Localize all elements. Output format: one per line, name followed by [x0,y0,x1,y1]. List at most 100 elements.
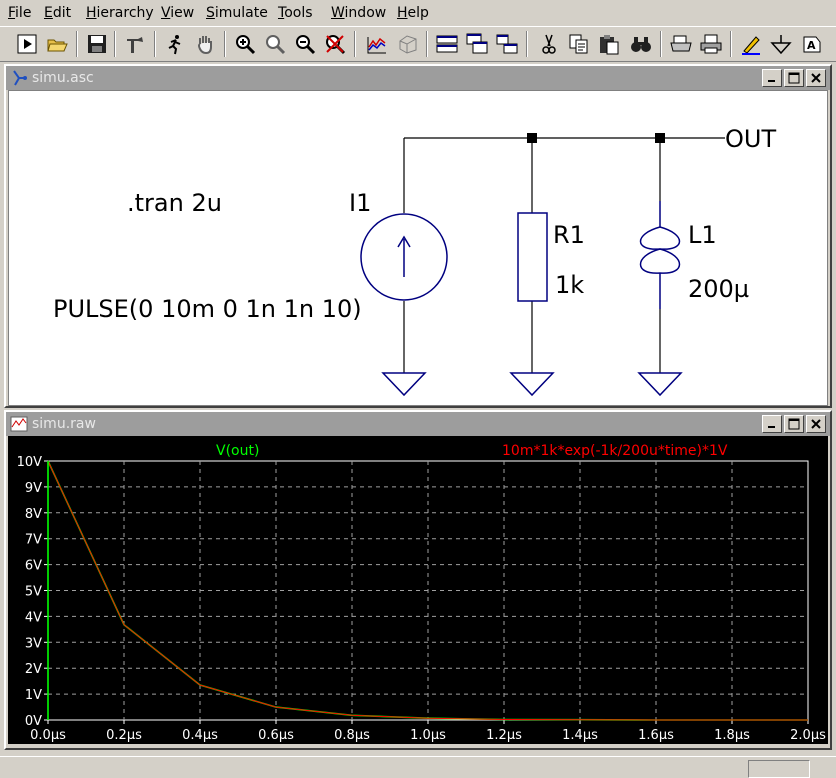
inductor-symbol[interactable] [639,201,681,309]
zoom-full-button[interactable] [262,31,288,57]
ground-button[interactable] [768,31,794,57]
close-icon [811,419,821,429]
menu-simulate-label: imulate [214,5,268,21]
cascade-button[interactable] [464,31,490,57]
zoom-cancel-icon [326,35,346,55]
toolbar-separator [114,31,116,57]
autorange-icon [399,35,417,54]
schematic-titlebar[interactable]: simu.asc [6,66,830,90]
x-tick-label: 0.6µs [258,728,294,743]
pan-button[interactable] [192,31,218,57]
schematic-minimize-button[interactable] [762,69,782,87]
current-source-symbol[interactable] [360,213,448,301]
cut-button[interactable] [536,31,562,57]
svg-text:A: A [807,39,816,52]
zoom-in-icon [236,35,256,55]
y-tick-label: 2V [25,662,42,677]
print-button[interactable] [698,31,724,57]
schematic-title: simu.asc [32,70,94,86]
zoom-out-button[interactable] [292,31,318,57]
menu-file[interactable]: File [8,4,31,22]
find-icon [631,37,651,52]
toolbar-separator [526,31,528,57]
print-preview-button[interactable] [668,31,694,57]
waveform-doc-icon [10,416,28,432]
waveform-button[interactable] [364,31,390,57]
zoom-out-icon [296,35,316,55]
toolbar-separator [730,31,732,57]
copy-button[interactable] [566,31,592,57]
trace-label-expression[interactable]: 10m*1k*exp(-1k/200u*time)*1V [502,443,728,459]
spice-directive[interactable]: .tran 2u [127,189,222,217]
x-tick-label: 1.6µs [638,728,674,743]
menu-help[interactable]: Help [397,4,429,22]
zoom-cancel-button[interactable] [322,31,348,57]
menu-simulate[interactable]: Simulate [206,4,268,22]
menu-hierarchy-mnemonic: H [86,5,97,21]
status-cell [748,760,810,778]
schematic-canvas[interactable]: OUT .tran 2u I1 PULSE(0 10m 0 1n 1n 10) … [8,90,828,406]
x-tick-label: 0.8µs [334,728,370,743]
waveform-maximize-button[interactable] [784,415,804,433]
label-net-icon: A [803,36,821,53]
save-button[interactable] [84,31,110,57]
menu-view[interactable]: View [161,4,194,22]
menu-edit[interactable]: Edit [44,4,71,22]
x-tick-label: 2.0µs [790,728,826,743]
run-button[interactable] [14,31,40,57]
resistor-name[interactable]: R1 [553,221,585,249]
grid [47,460,809,721]
ground-icon [770,35,792,55]
schematic-close-button[interactable] [806,69,826,87]
tile-horizontal-button[interactable] [434,31,460,57]
maximize-icon [788,72,800,84]
y-tick-label: 4V [25,610,42,625]
menu-file-label: ile [15,5,32,21]
waveform-minimize-button[interactable] [762,415,782,433]
waveform-icon [367,37,386,54]
menu-bar: File Edit Hierarchy View Simulate Tools … [0,0,836,26]
inductor-name[interactable]: L1 [688,221,717,249]
halt-button[interactable] [162,31,188,57]
menu-tools[interactable]: Tools [278,4,313,22]
toolbar-separator [154,31,156,57]
source-name[interactable]: I1 [349,189,371,217]
schematic-maximize-button[interactable] [784,69,804,87]
menu-help-mnemonic: H [397,5,408,21]
trace-label-vout[interactable]: V(out) [216,443,259,459]
menu-hierarchy[interactable]: Hierarchy [86,4,154,22]
source-value[interactable]: PULSE(0 10m 0 1n 1n 10) [53,295,362,323]
save-icon [88,35,106,53]
menu-edit-mnemonic: E [44,5,53,21]
waveform-close-button[interactable] [806,415,826,433]
waveform-chart: V(out) 10m*1k*exp(-1k/200u*time)*1V 0V1V… [17,443,827,743]
ground-symbol [509,372,555,397]
resistor-symbol[interactable] [517,212,548,302]
control-panel-button[interactable] [122,31,148,57]
autorange-button[interactable] [394,31,420,57]
tile-vertical-button[interactable] [494,31,520,57]
schematic-drawing: OUT .tran 2u I1 PULSE(0 10m 0 1n 1n 10) … [53,125,776,397]
net-label-out[interactable]: OUT [725,125,776,153]
zoom-in-button[interactable] [232,31,258,57]
toolbar-separator [76,31,78,57]
inductor-value[interactable]: 200µ [688,275,749,303]
label-net-button[interactable]: A [798,31,824,57]
resistor-value[interactable]: 1k [555,271,584,299]
cascade-icon [466,33,488,54]
open-button[interactable] [44,31,70,57]
toolbar-separator [426,31,428,57]
menu-file-mnemonic: F [8,5,16,21]
x-tick-label: 0.2µs [106,728,142,743]
menu-window[interactable]: Window [331,4,386,22]
find-button[interactable] [628,31,654,57]
waveform-titlebar[interactable]: simu.raw [6,412,830,436]
toolbar-separator [660,31,662,57]
paste-button[interactable] [596,31,622,57]
menu-tools-label: ools [284,5,313,21]
tile-vertical-icon [496,34,518,54]
run-icon [17,34,37,54]
trace-2[interactable] [47,460,808,721]
draw-wire-button[interactable] [738,31,764,57]
